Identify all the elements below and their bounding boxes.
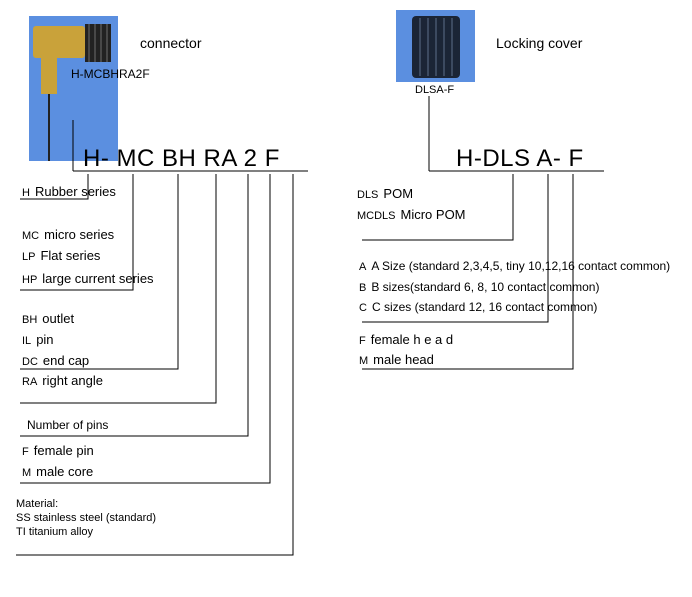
material-title: Material:: [16, 498, 59, 510]
cover-part-code: H-DLS A- F: [456, 145, 584, 172]
material-ss: SS stainless steel (standard): [16, 512, 157, 524]
connector-model-label: H-MCBHRA2F: [71, 67, 150, 81]
material-block: Material: SS stainless steel (standard) …: [16, 497, 156, 539]
connector-part-code: H- MC BH RA 2 F: [83, 145, 280, 172]
connector-option-number-of-pins: Number of pins: [27, 418, 109, 432]
material-ti: TI titanium alloy: [16, 526, 94, 538]
connector-caption: connector: [140, 35, 202, 51]
cover-model-label: DLSA-F: [415, 84, 455, 96]
cover-photo: [396, 10, 475, 82]
cover-caption: Locking cover: [496, 35, 583, 51]
